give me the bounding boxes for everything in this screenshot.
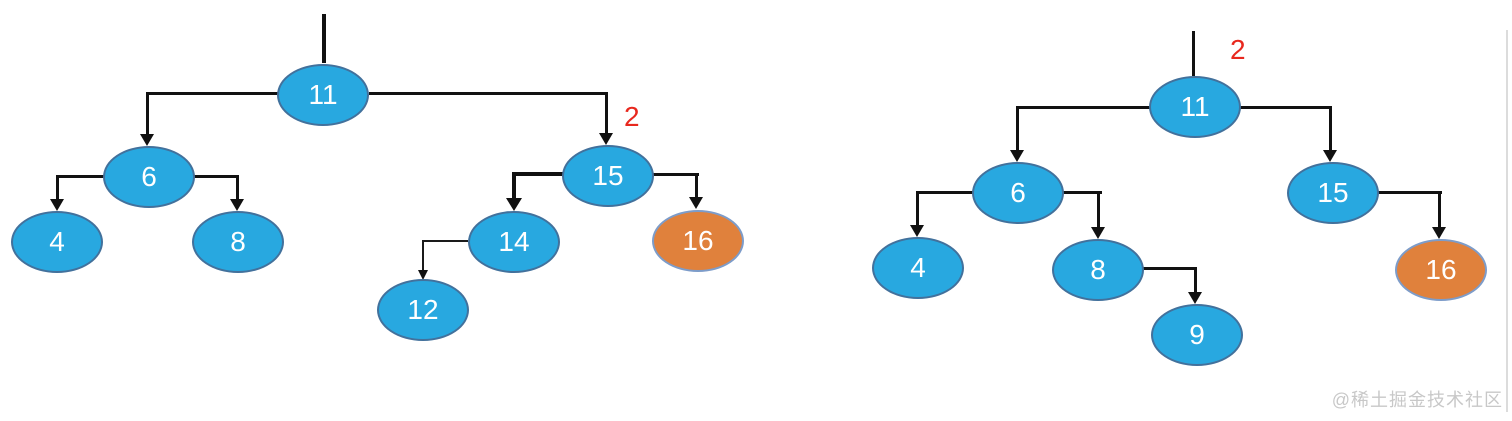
- right-edge-6-4-horizontal: [916, 191, 974, 194]
- right-node-8: 8: [1052, 239, 1144, 301]
- right-node-11: 11: [1149, 76, 1241, 138]
- left-edge-15-14-arrowhead: [506, 198, 522, 211]
- left-step-annotation: 2: [624, 101, 640, 132]
- left-edge-15-14-horizontal: [512, 172, 563, 176]
- right-edge-15-16-vertical: [1438, 191, 1441, 227]
- right-node-15: 15: [1287, 162, 1379, 224]
- left-edge-14-12-arrowhead: [418, 270, 428, 280]
- right-edge-11-6-vertical: [1016, 106, 1019, 150]
- left-edge-6-8-vertical: [236, 175, 239, 200]
- left-edge-6-4-arrowhead: [50, 199, 64, 211]
- left-node-14: 14: [468, 211, 560, 273]
- left-node-6: 6: [103, 146, 195, 208]
- left-edge-11-15-horizontal: [369, 92, 608, 95]
- left-edge-15-16-vertical: [695, 173, 698, 197]
- right-edge-15-16-horizontal: [1377, 191, 1442, 194]
- left-node-11: 11: [277, 64, 369, 126]
- left-node-8: 8: [192, 211, 284, 273]
- left-edge-11-6-horizontal: [146, 92, 280, 95]
- left-edge-15-16-horizontal: [651, 173, 699, 176]
- left-node-16-highlighted: 16: [652, 210, 744, 272]
- left-edge-14-12-vertical: [422, 240, 424, 270]
- left-edge-11-6-vertical: [146, 92, 149, 135]
- right-edge-6-4-arrowhead: [910, 225, 924, 237]
- left-edge-11-15-arrowhead: [599, 133, 613, 145]
- left-node-12: 12: [377, 279, 469, 341]
- right-node-4: 4: [872, 237, 964, 299]
- right-node-6: 6: [972, 162, 1064, 224]
- left-edge-11-15-vertical: [605, 92, 608, 135]
- right-edge-11-6-arrowhead: [1010, 150, 1024, 162]
- right-step-annotation: 2: [1230, 34, 1246, 65]
- right-root-stub-line: [1192, 31, 1195, 76]
- left-edge-6-8-horizontal: [194, 175, 239, 178]
- page-edge-line: [1506, 30, 1508, 412]
- right-edge-11-15-vertical: [1329, 106, 1332, 150]
- right-edge-6-8-arrowhead: [1091, 227, 1105, 239]
- right-edge-11-15-horizontal: [1240, 106, 1332, 109]
- left-edge-14-12-horizontal: [422, 240, 468, 242]
- right-edge-6-8-horizontal: [1062, 191, 1102, 194]
- left-edge-6-8-arrowhead: [230, 199, 244, 211]
- left-node-4: 4: [11, 211, 103, 273]
- right-node-9: 9: [1151, 304, 1243, 366]
- right-edge-8-9-vertical: [1194, 267, 1197, 292]
- watermark-text: @稀土掘金技术社区: [1331, 390, 1503, 410]
- left-edge-15-16-arrowhead: [689, 197, 703, 209]
- right-node-16-highlighted: 16: [1395, 239, 1487, 301]
- left-node-15: 15: [562, 145, 654, 207]
- right-edge-8-9-horizontal: [1142, 267, 1197, 270]
- left-edge-6-4-vertical: [56, 175, 59, 200]
- left-edge-11-6-arrowhead: [140, 134, 154, 146]
- right-edge-15-16-arrowhead: [1432, 227, 1446, 239]
- right-edge-11-15-arrowhead: [1323, 150, 1337, 162]
- left-edge-15-14-vertical: [512, 172, 516, 200]
- right-edge-6-8-vertical: [1097, 191, 1100, 227]
- right-edge-6-4-vertical: [916, 191, 919, 225]
- right-edge-11-6-horizontal: [1016, 106, 1150, 109]
- right-edge-8-9-arrowhead: [1188, 292, 1202, 304]
- left-edge-6-4-horizontal: [56, 175, 104, 178]
- left-root-stub-line: [322, 14, 326, 63]
